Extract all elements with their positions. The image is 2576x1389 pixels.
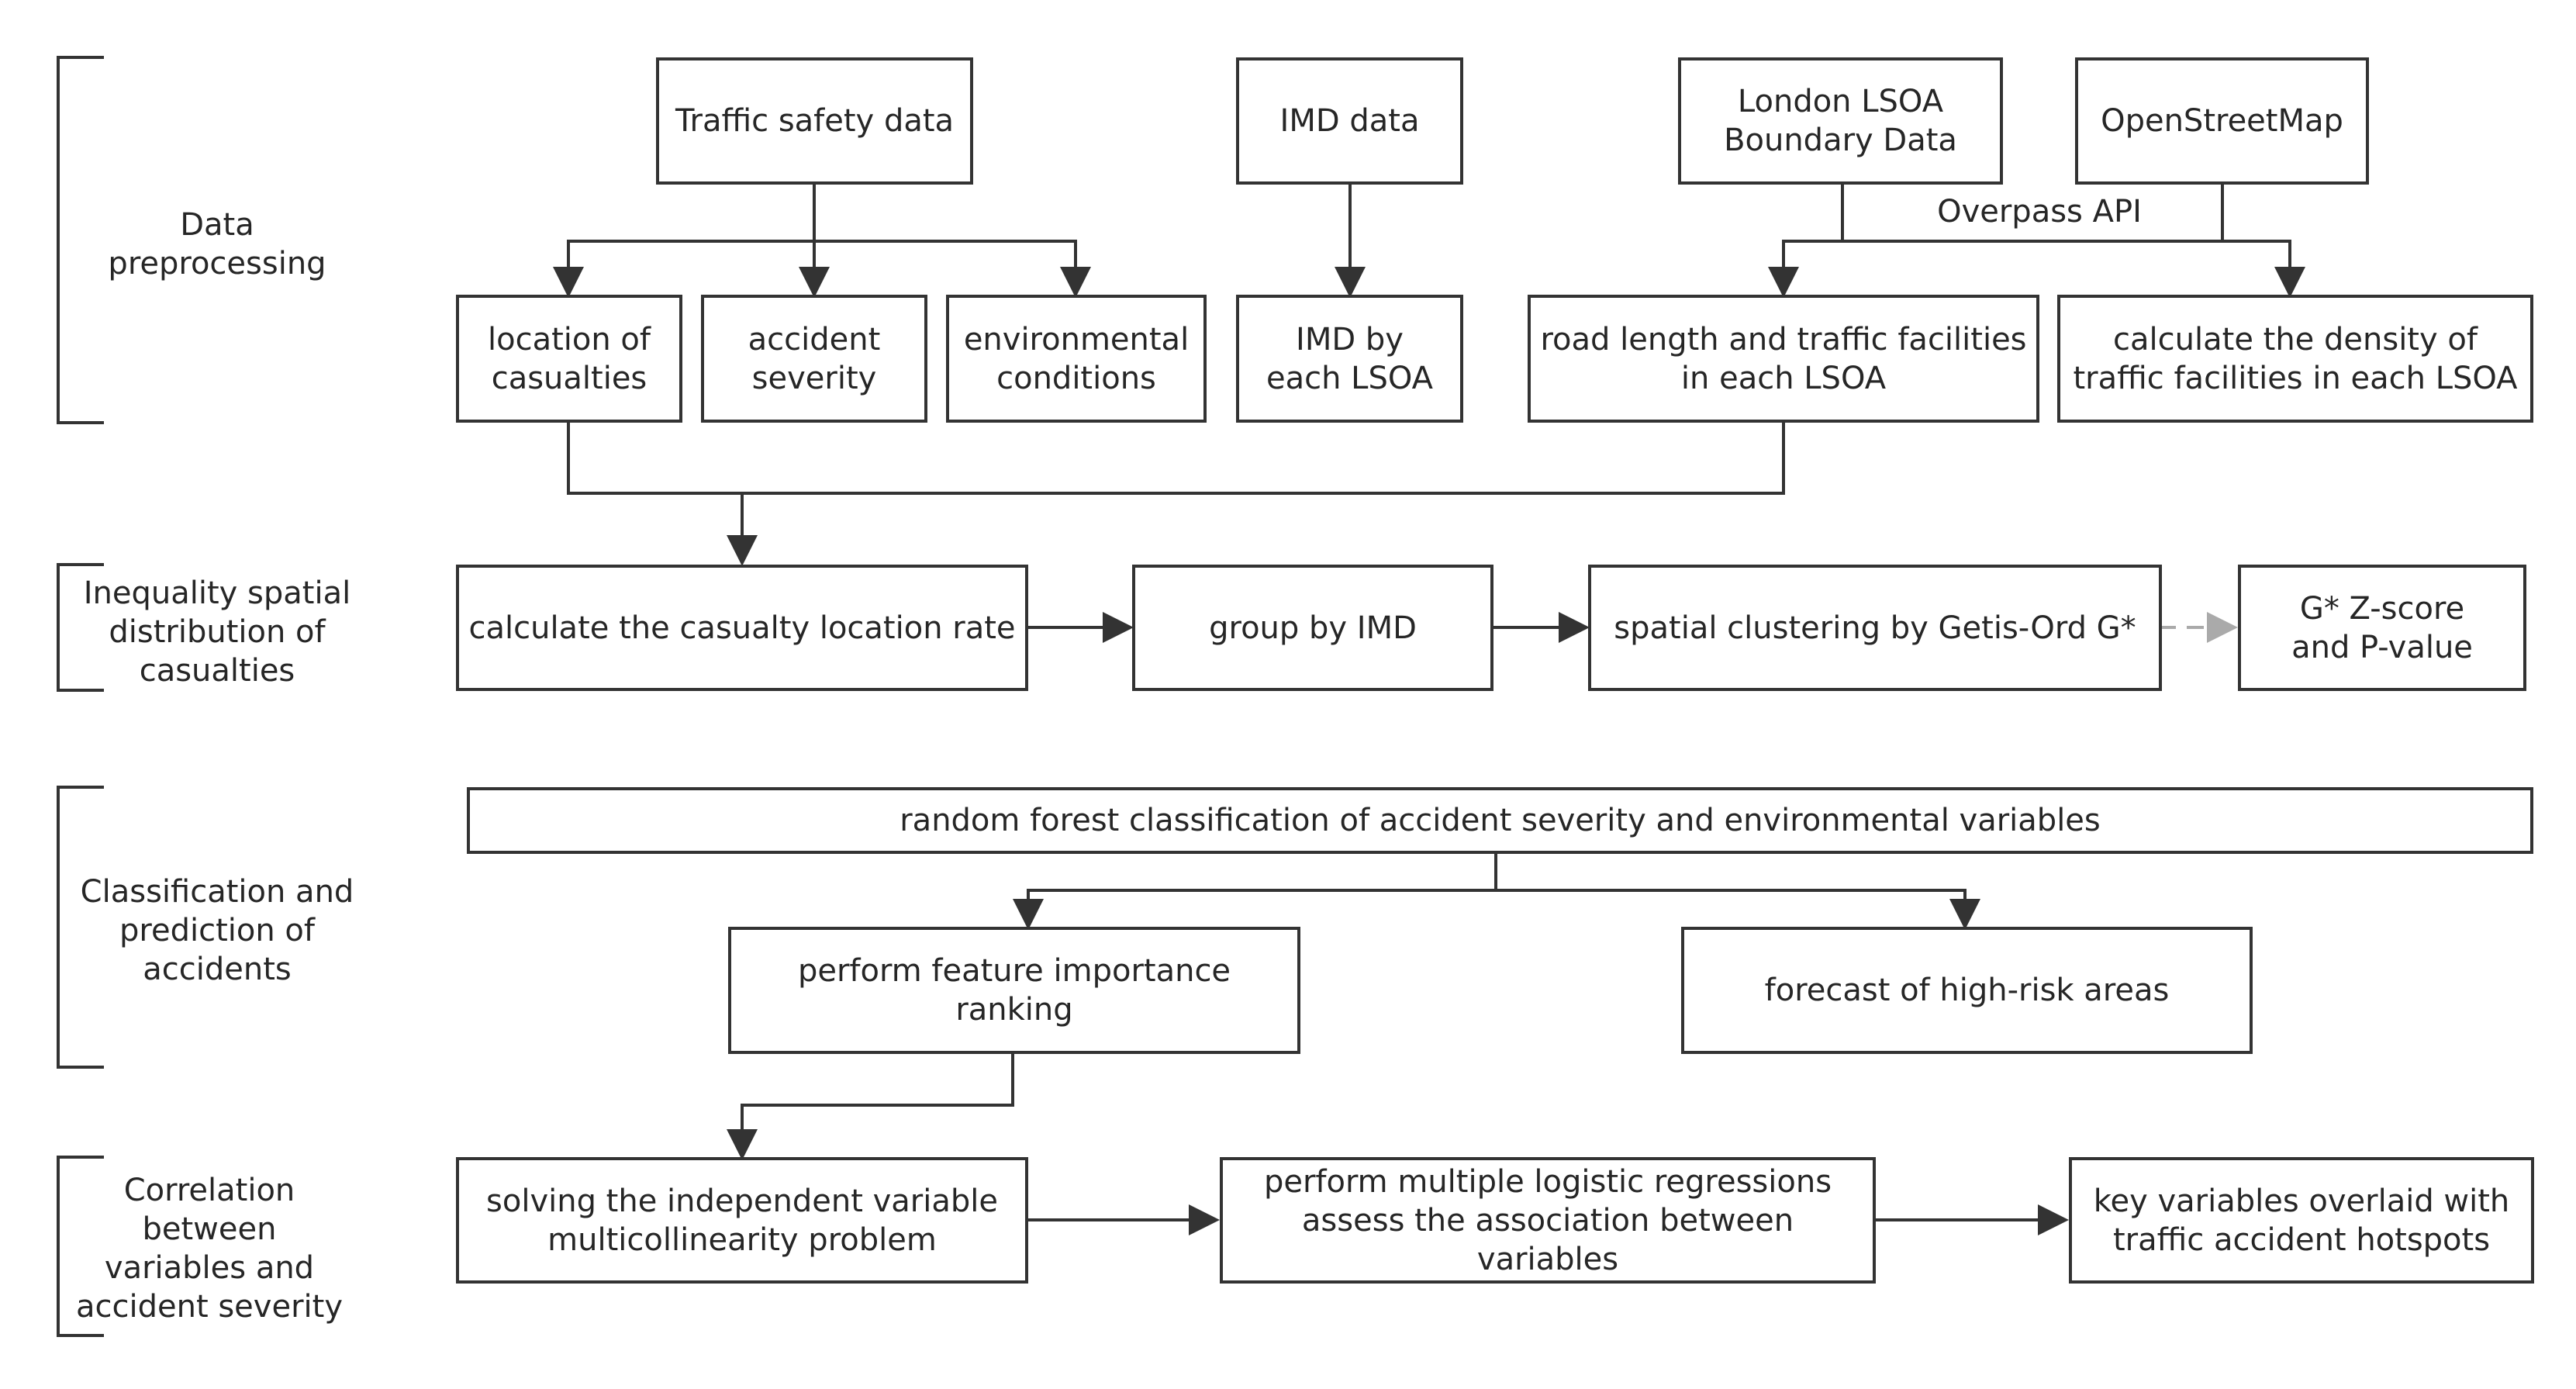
flow-lines — [553, 185, 2305, 1235]
bracket-classification — [57, 786, 104, 1069]
edge-forest-to-feature — [1013, 854, 1497, 930]
node-imd-by-lsoa: IMD by each LSOA — [1236, 295, 1463, 423]
bracket-data-preprocessing — [57, 56, 104, 424]
node-random-forest: random forest classification of accident… — [467, 787, 2533, 854]
stage-classification: Classification and prediction of acciden… — [80, 874, 354, 987]
node-key-variables: key variables overlaid with traffic acci… — [2069, 1157, 2534, 1284]
stage-data-preprocessing: Data preprocessing — [108, 207, 326, 282]
node-gstar: G* Z-score and P-value — [2238, 565, 2526, 691]
node-traffic-safety-data: Traffic safety data — [656, 57, 973, 185]
bracket-inequality — [57, 563, 104, 692]
node-group-by-imd: group by IMD — [1132, 565, 1493, 691]
edge-osm-to-density — [2222, 240, 2305, 298]
edge-forest-to-forecast — [1496, 889, 1980, 930]
node-spatial-clustering: spatial clustering by Getis-Ord G* — [1588, 565, 2162, 691]
edge-feature-to-multi — [727, 1054, 1014, 1160]
stage-brackets — [57, 56, 104, 1337]
node-density: calculate the density of traffic facilit… — [2057, 295, 2533, 423]
node-logistic: perform multiple logistic regressions as… — [1220, 1157, 1876, 1284]
node-forecast: forecast of high-risk areas — [1681, 927, 2253, 1054]
edge-traffic-to-environment — [814, 240, 1091, 298]
node-accident-severity: accident severity — [701, 295, 927, 423]
edge-traffic-to-location — [553, 185, 816, 298]
node-multicollinearity: solving the independent variable multico… — [456, 1157, 1028, 1284]
stage-inequality: Inequality spatial distribution of casua… — [83, 575, 351, 689]
node-feature-importance: perform feature importance ranking — [728, 927, 1300, 1054]
node-location-of-casualties: location of casualties — [456, 295, 682, 423]
node-imd-data: IMD data — [1236, 57, 1463, 185]
node-openstreetmap: OpenStreetMap — [2075, 57, 2369, 185]
node-environmental-conditions: environmental conditions — [946, 295, 1207, 423]
node-london-lsoa: London LSOA Boundary Data — [1678, 57, 2003, 185]
stage-correlation: Correlation between variables and accide… — [75, 1173, 343, 1325]
node-casualty-rate: calculate the casualty location rate — [456, 565, 1028, 691]
bracket-correlation — [57, 1156, 104, 1337]
label-overpass-api: Overpass API — [1937, 194, 2142, 230]
node-road-length: road length and traffic facilities in ea… — [1528, 295, 2039, 423]
edge-location-merge — [567, 423, 1785, 495]
